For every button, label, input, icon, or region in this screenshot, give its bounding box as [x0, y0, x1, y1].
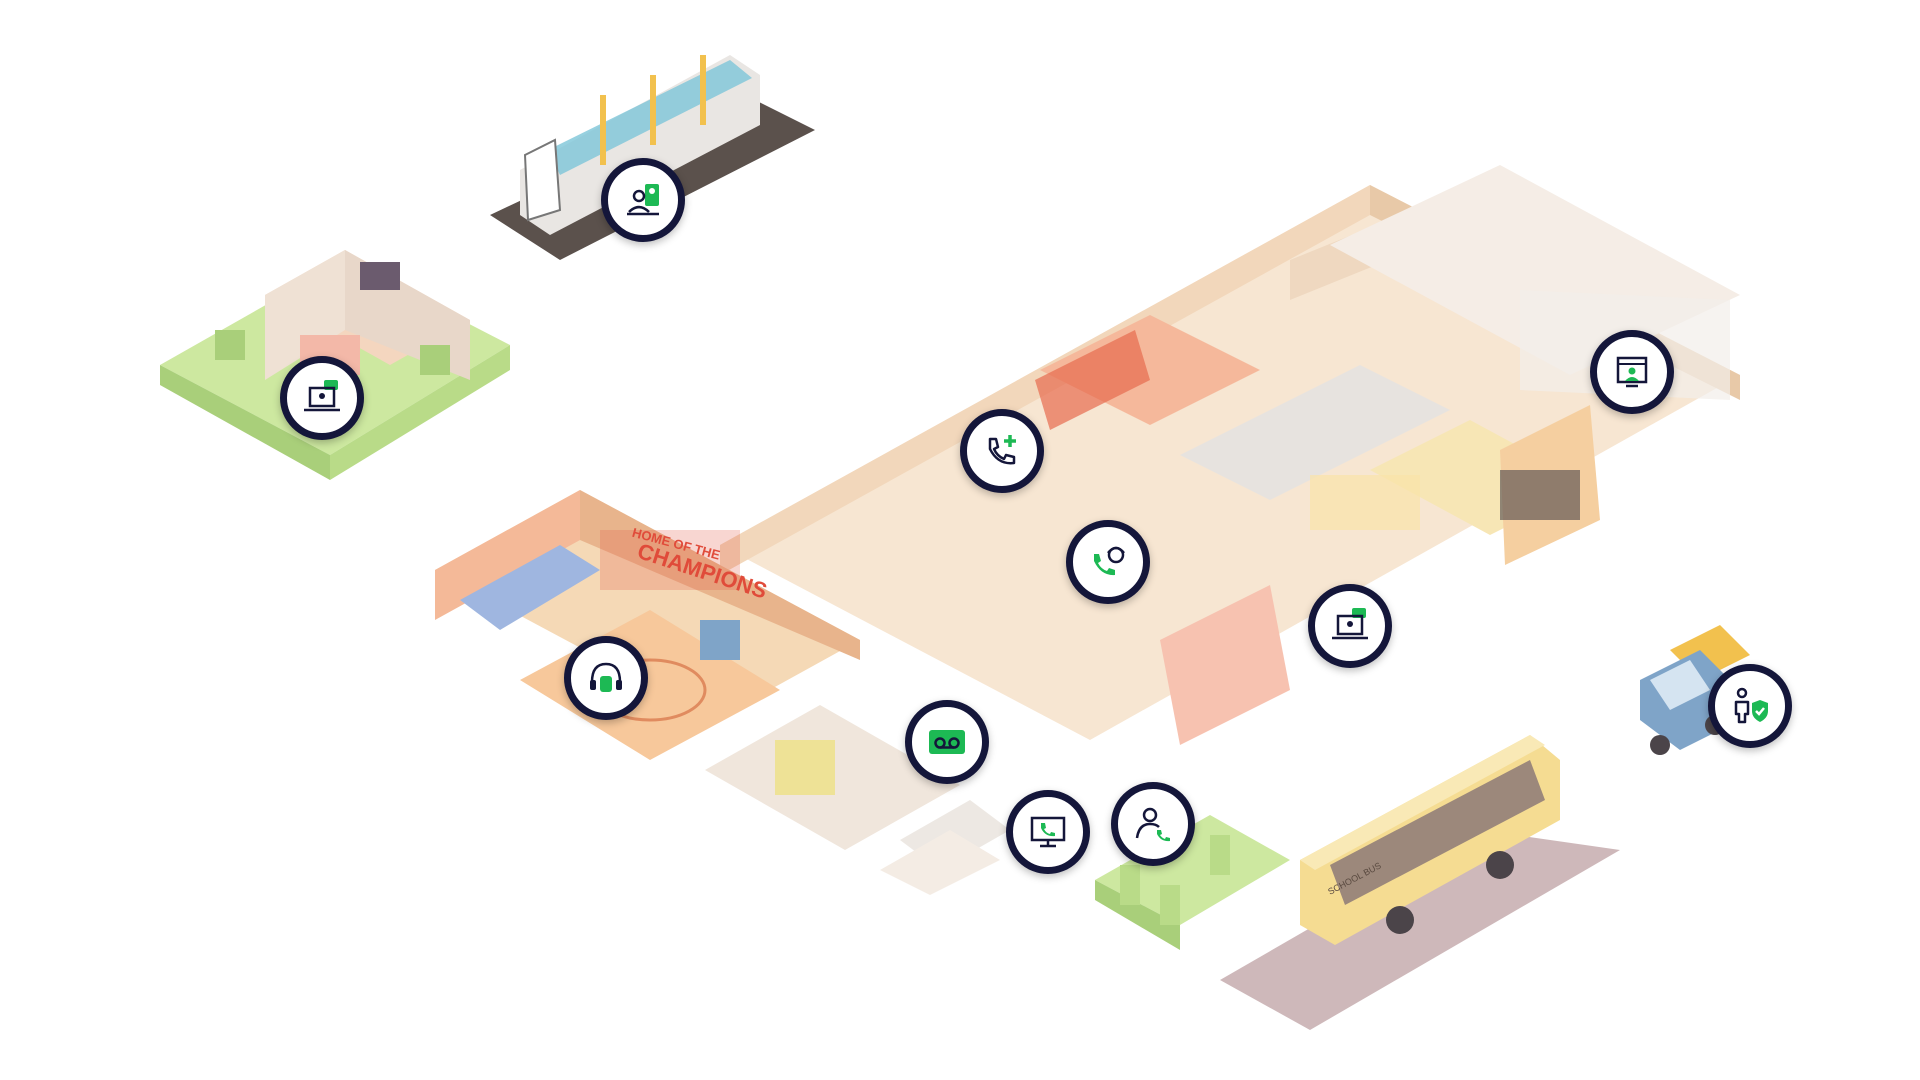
headset-icon: [590, 662, 622, 692]
bus-parking: SCHOOL BUS: [1220, 735, 1620, 1030]
monitor-phone-icon: [1030, 816, 1066, 848]
hotspot-gym-headset[interactable]: [564, 636, 648, 720]
hotspot-entrance-user-call[interactable]: [1111, 782, 1195, 866]
front-lawn: [1095, 815, 1290, 950]
school-building: [720, 165, 1740, 745]
hotspot-classroom-call-add[interactable]: [960, 409, 1044, 493]
hotspot-classroom-chat[interactable]: [1308, 584, 1392, 668]
hotspot-train-remote-learning[interactable]: [601, 158, 685, 242]
phone-agent-icon: [1094, 546, 1125, 576]
laptop-chat-icon: [304, 380, 340, 412]
hotspot-hall-voicemail[interactable]: [905, 700, 989, 784]
hotspot-truck-security[interactable]: [1708, 664, 1792, 748]
hotspot-admin-video-room[interactable]: [1590, 330, 1674, 414]
hotspot-entrance-desk-phone[interactable]: [1006, 790, 1090, 874]
phone-plus-icon: [988, 435, 1016, 465]
laptop-chat-icon: [1332, 608, 1368, 640]
voicemail-icon: [929, 730, 965, 754]
tablet-user-icon: [627, 184, 659, 216]
screen-user-icon: [1616, 356, 1648, 388]
user-phone-icon: [1135, 807, 1170, 842]
hotspot-office-support-call[interactable]: [1066, 520, 1150, 604]
person-shield-icon: [1734, 687, 1768, 724]
delivery-truck: [1640, 625, 1750, 755]
hotspot-home-video-chat[interactable]: [280, 356, 364, 440]
locker-room: [705, 705, 1010, 895]
